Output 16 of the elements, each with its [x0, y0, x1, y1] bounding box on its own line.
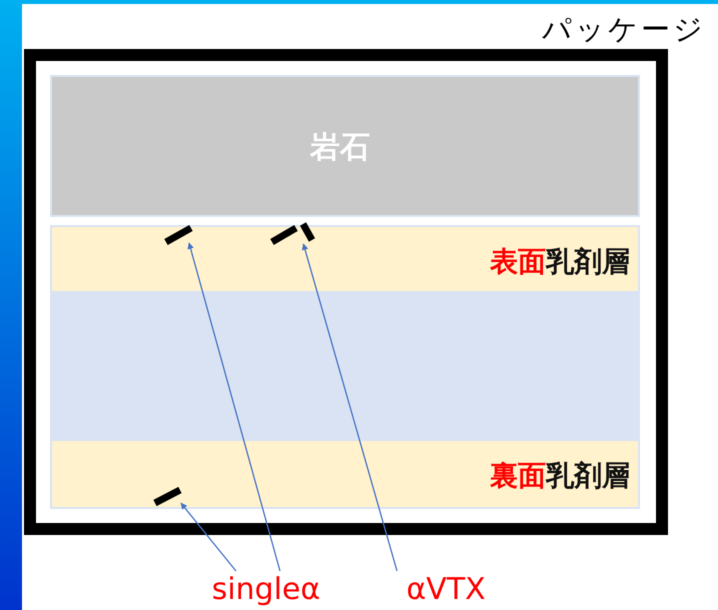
grain-mark — [152, 486, 183, 507]
package-label: パッケージ — [542, 11, 706, 48]
grain-pair-mark — [268, 221, 318, 246]
layer-label: 表面乳剤層 — [490, 244, 630, 280]
callout-label: αVTX — [392, 570, 500, 610]
layer-label: 裏面乳剤層 — [490, 458, 630, 494]
rock-layer — [50, 75, 640, 217]
leader-arrow — [180, 502, 236, 572]
callout-label: singleα — [198, 570, 334, 610]
leader-arrow — [187, 242, 281, 572]
emulsion-layer — [50, 441, 640, 509]
grain-mark — [162, 224, 195, 245]
emulsion-layer — [50, 225, 640, 291]
base-layer — [50, 291, 640, 441]
leader-arrow — [302, 243, 398, 572]
package-outline — [24, 49, 668, 535]
